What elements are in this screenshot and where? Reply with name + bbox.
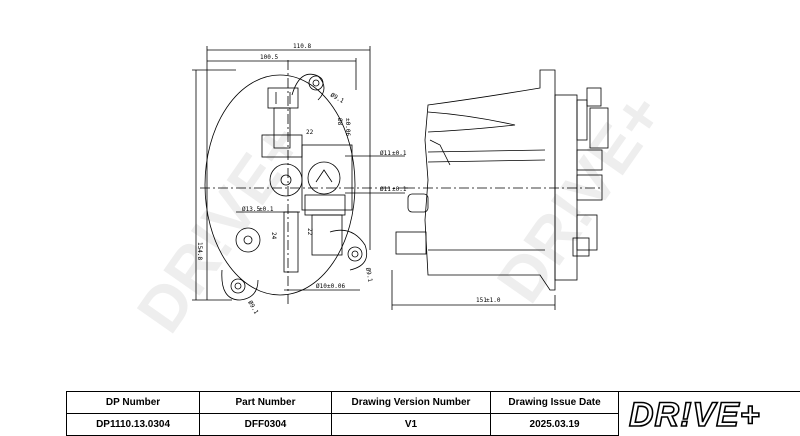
value-version: V1: [330, 413, 492, 436]
watermark-text-right: DR!VE+: [483, 80, 678, 315]
dim-port-11b-tol: ±0.1: [392, 186, 407, 193]
logo-text: DR!VE+: [629, 396, 761, 432]
dim-port-11a-tol: ±0.1: [392, 150, 407, 157]
dim-22b: 22: [306, 228, 313, 236]
dim-hole-bottom: Ø9.1: [246, 300, 259, 316]
dim-port-8: Ø8: [336, 118, 343, 126]
watermark-right: DR!VE+: [483, 80, 678, 315]
port-outlet: [307, 161, 341, 195]
title-table: DP Number Part Number Drawing Version Nu…: [65, 391, 619, 436]
header-version: Drawing Version Number: [330, 391, 492, 414]
dim-port-11b: Ø11: [380, 186, 391, 193]
port-lower: [235, 227, 261, 253]
dim-port-10-tol: ±0.06: [327, 283, 345, 290]
header-part-number: Part Number: [199, 391, 332, 414]
mount-hole-right: [347, 246, 363, 262]
mount-hole-bottom: [230, 278, 246, 294]
dim-length-tol: ±1.0: [486, 297, 501, 304]
technical-drawing: DR!VE+ DR!VE+: [123, 43, 678, 345]
dim-hole-right: Ø9.1: [364, 267, 373, 283]
dim-24: 24: [270, 232, 277, 240]
dim-width-overall: 110.8: [293, 43, 311, 50]
dim-port-8-tol: ±0.06: [344, 118, 351, 136]
dim-port-10: Ø10: [316, 283, 327, 290]
dim-hole-top: Ø9.1: [329, 92, 345, 105]
dim-port-135: Ø13.5: [242, 206, 260, 213]
logo-graphic: DR!VE+: [628, 396, 761, 432]
value-issue-date: 2025.03.19: [490, 413, 619, 436]
value-dp-number: DP1110.13.0304: [65, 413, 201, 436]
watermark-text-left: DR!VE+: [123, 110, 318, 345]
title-block: DP Number Part Number Drawing Version Nu…: [65, 391, 800, 436]
dim-height: 154.8: [196, 242, 203, 260]
housing-outline: [204, 74, 356, 296]
housing-side-view: [424, 69, 556, 291]
header-issue-date: Drawing Issue Date: [490, 391, 619, 414]
dim-length: 151: [476, 297, 487, 304]
dim-width-inner: 100.5: [260, 54, 278, 61]
drive-logo: DR!VE+: [619, 391, 800, 436]
header-dp-number: DP Number: [65, 391, 201, 414]
dim-port-11a: Ø11: [380, 150, 391, 157]
dim-port-135-tol: ±0.1: [259, 206, 274, 213]
mount-hole-top: [308, 75, 324, 91]
dim-22: 22: [306, 129, 314, 136]
watermark-left: DR!VE+: [123, 110, 318, 345]
value-part-number: DFF0304: [199, 413, 332, 436]
